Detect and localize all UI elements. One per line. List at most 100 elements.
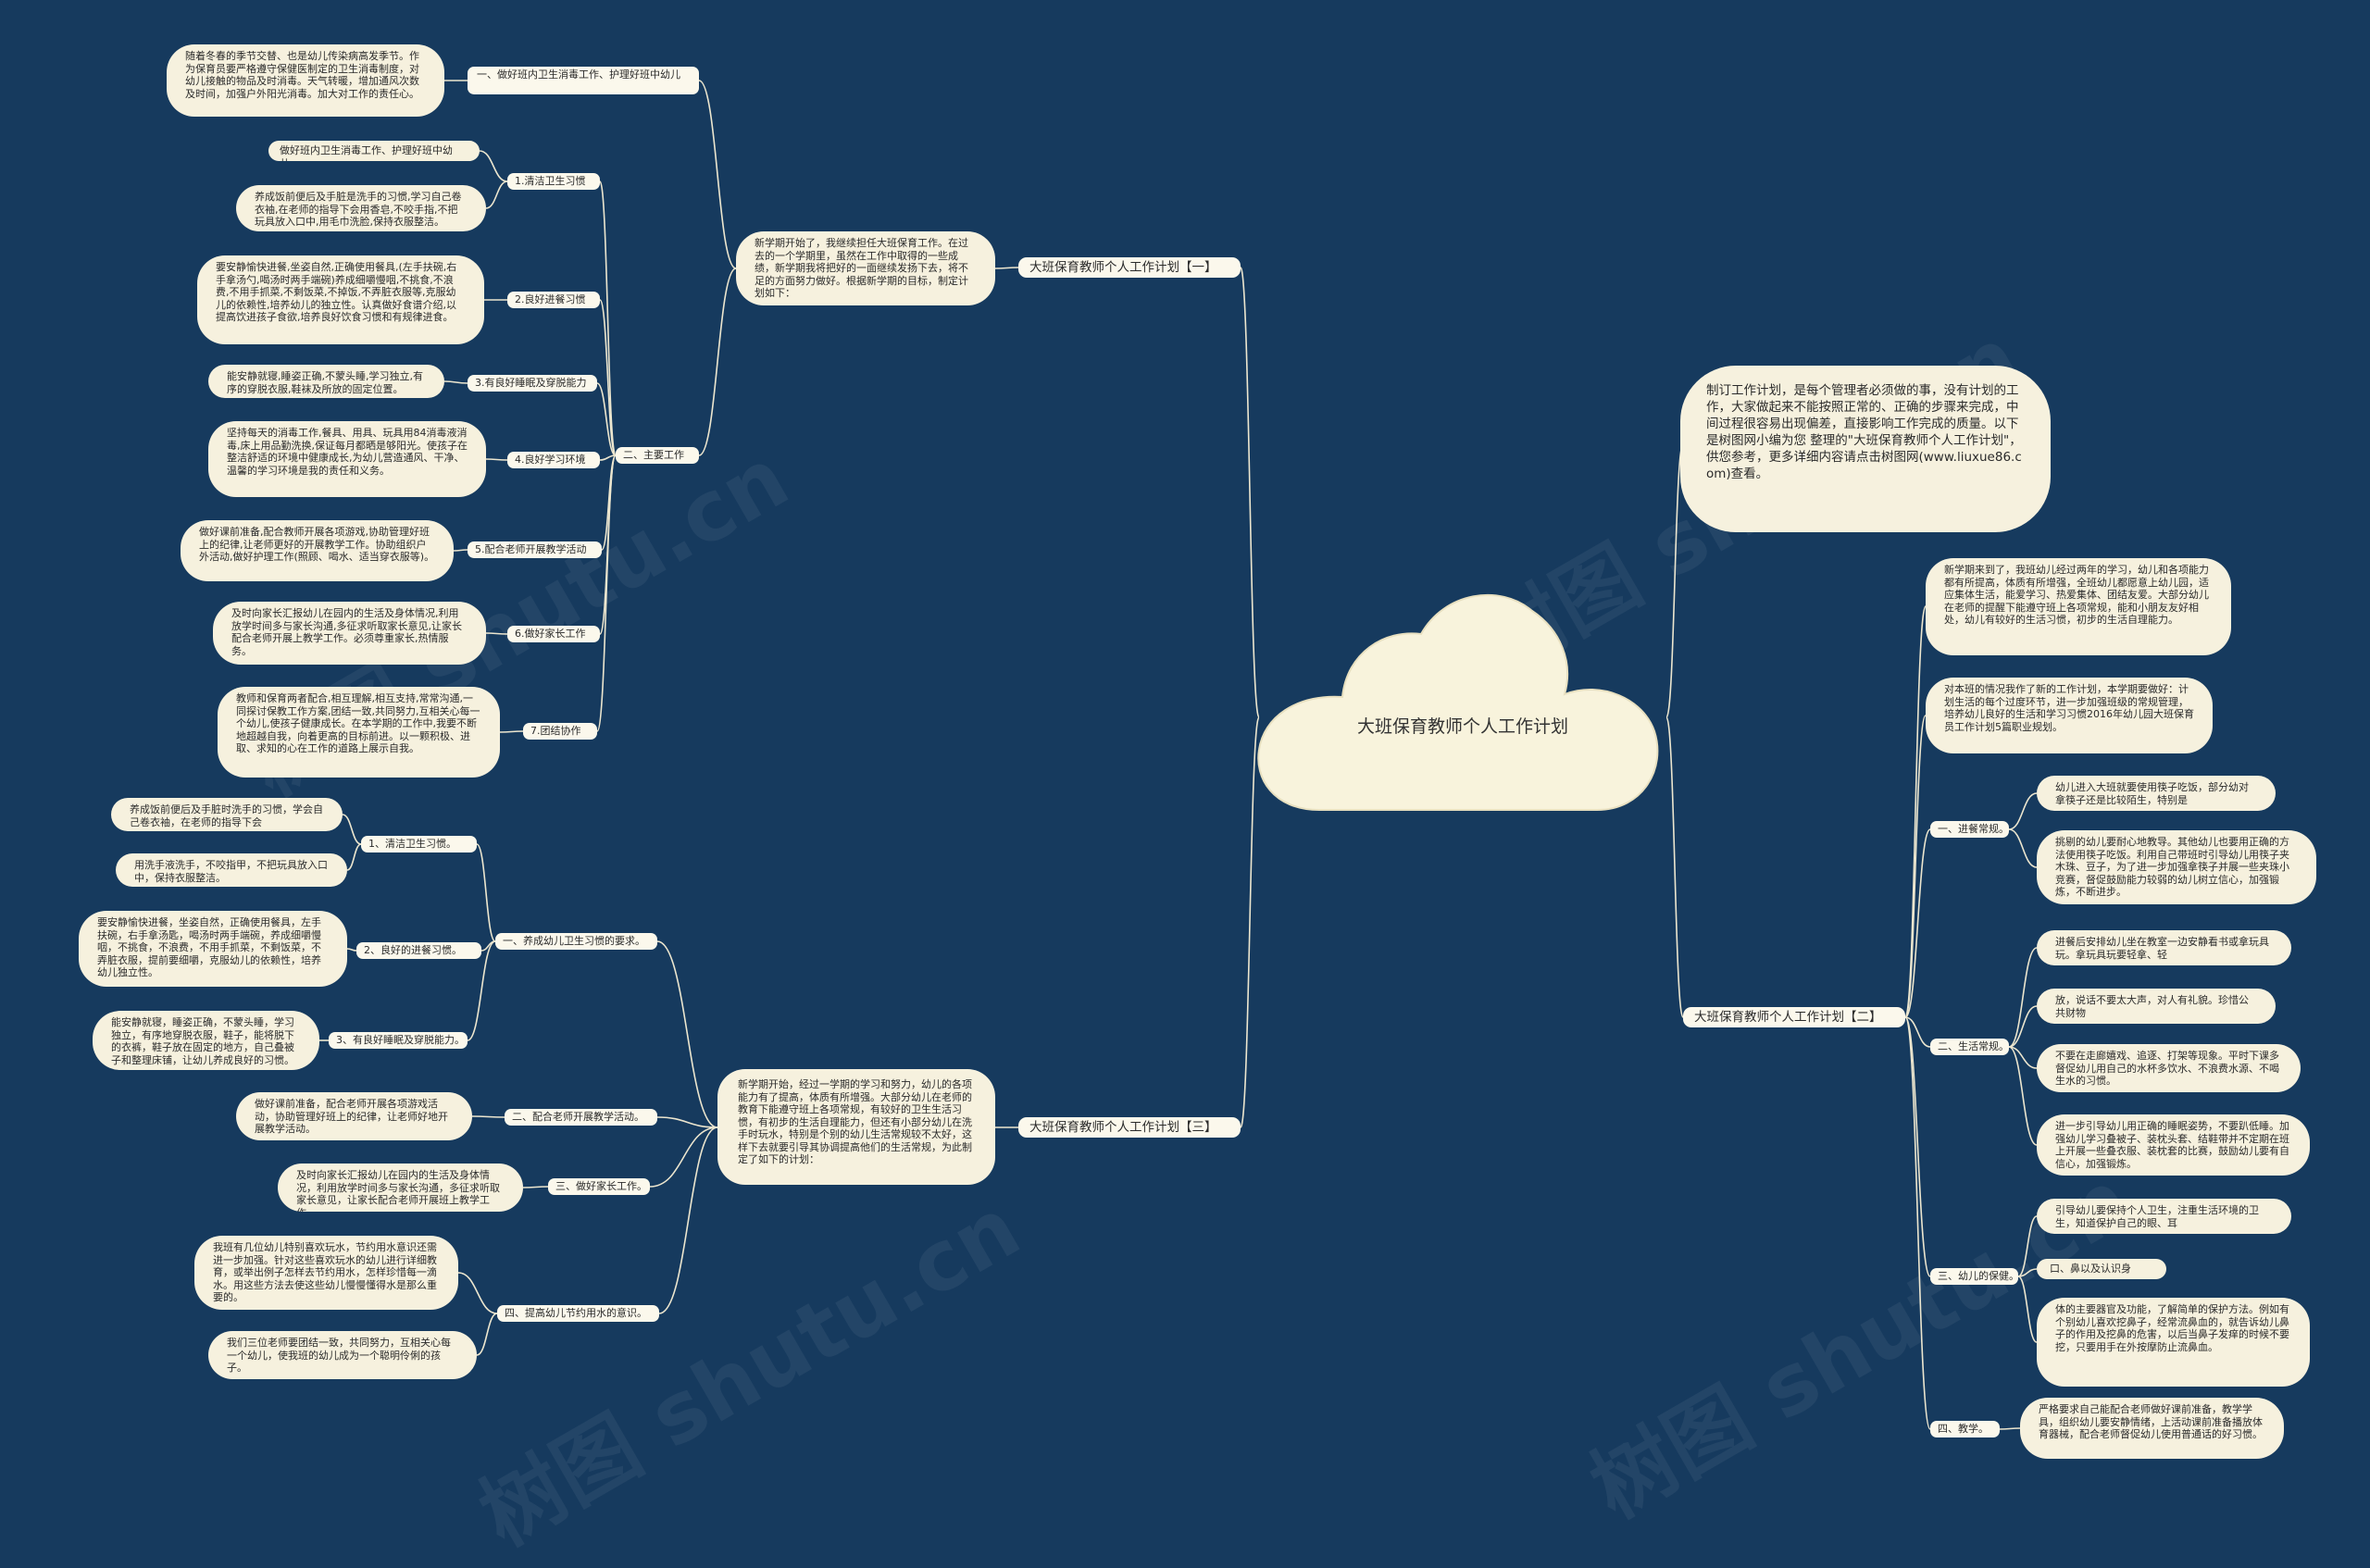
connector-line <box>2008 1046 2038 1069</box>
b2-sec4-label[interactable]: 四、教学。 <box>1930 1421 2000 1437</box>
connector-line <box>1240 716 1260 1128</box>
b1-sec1-label[interactable]: 一、做好班内卫生消毒工作、护理好班中幼儿 <box>468 67 699 94</box>
connector-line <box>1665 716 1684 1018</box>
branch-1-title[interactable]: 大班保育教师个人工作计划【一】 <box>1018 257 1241 278</box>
connector-line <box>2008 1046 2038 1146</box>
b1-item3-text[interactable]: 能安静就寝,睡姿正确,不蒙头睡,学习独立,有序的穿脱衣服,鞋袜及所放的固定位置。 <box>208 365 444 398</box>
connector-line <box>1999 1427 2021 1430</box>
b3-sec4-text-2[interactable]: 我们三位老师要团结一致，共同努力，互相关心每一个幼儿，使我班的幼儿成为一个聪明伶… <box>208 1331 477 1379</box>
b3-sec3-text[interactable]: 及时向家长汇报幼儿在园内的生活及身体情况，利用放学时间多与家长沟通，多征求听取家… <box>278 1164 523 1212</box>
b3-sub1-text-1[interactable]: 养成饭前便后及手脏时洗手的习惯，学会自己卷衣袖，在老师的指导下会 <box>111 798 343 831</box>
connector-line <box>2017 1276 2038 1343</box>
b1-item1-label[interactable]: 1.清洁卫生习惯 <box>507 173 600 190</box>
branch-1-summary[interactable]: 新学期开始了，我继续担任大班保育工作。在过去的一个学期里，虽然在工作中取得的一些… <box>736 231 995 305</box>
connector-line <box>1904 1016 1931 1048</box>
connector-line <box>1904 715 1927 1018</box>
connector-line <box>596 454 617 732</box>
b3-sec3-label[interactable]: 三、做好家长工作。 <box>548 1178 650 1195</box>
connector-line <box>599 299 617 456</box>
b2-sec3-text-1[interactable]: 引导幼儿要保持个人卫生，注重生活环境的卫生，知道保护自己的眼、耳 <box>2037 1199 2291 1234</box>
b3-sub2-text[interactable]: 要安静愉快进餐，坐姿自然，正确使用餐具，左手扶碗，右手拿汤匙，喝汤时两手端碗，养… <box>79 911 347 987</box>
b2-sec3-text-2[interactable]: 口、鼻以及认识身 <box>2037 1259 2166 1279</box>
b3-sub3-label[interactable]: 3、有良好睡眠及穿脱能力。 <box>329 1032 468 1049</box>
connector-line <box>1904 1016 1931 1277</box>
connector-line <box>471 1115 505 1118</box>
b1-item4-text[interactable]: 坚持每天的消毒工作,餐具、用具、玩具用84消毒液消毒,床上用品勤洗换,保证每月都… <box>208 421 486 497</box>
b1-item1-text-2[interactable]: 养成饭前便后及手脏是洗手的习惯,学习自己卷衣袖,在老师的指导下会用香皂,不咬手指… <box>236 185 486 231</box>
connector-line <box>2017 1215 2038 1277</box>
connector-line <box>2008 1005 2038 1048</box>
connector-line <box>467 940 496 1041</box>
connector-line <box>1904 828 1931 1018</box>
b2-sec1-text-2[interactable]: 挑剔的幼儿要耐心地教导。其他幼儿也要用正确的方法使用筷子吃饭。利用自己带班时引导… <box>2037 830 2316 904</box>
connector-line <box>346 843 362 871</box>
connector-line <box>2008 792 2038 830</box>
central-topic[interactable]: 大班保育教师个人工作计划 <box>1356 716 1568 737</box>
connector-line <box>656 940 718 1128</box>
b3-sec4-label[interactable]: 四、提高幼儿节约用水的意识。 <box>497 1305 659 1322</box>
center-cloud-icon <box>1257 593 1659 811</box>
b1-sec2-label[interactable]: 二、主要工作 <box>616 447 699 464</box>
b1-item4-label[interactable]: 4.良好学习环境 <box>507 452 600 468</box>
connector-line <box>1904 1016 1931 1430</box>
b1-item7-text[interactable]: 教师和保育两者配合,相互理解,相互支持,常常沟通,一同探讨保教工作方案,团结一致… <box>218 687 500 778</box>
intro-note[interactable]: 制订工作计划，是每个管理者必须做的事，没有计划的工作，大家做起来不能按照正常的、… <box>1680 366 2051 532</box>
connector-line <box>698 268 737 456</box>
b1-item2-text[interactable]: 要安静愉快进餐,坐姿自然,正确使用餐具,(左手扶碗,右手拿汤勺,喝汤时两手端碗)… <box>197 255 484 344</box>
branch-3-title[interactable]: 大班保育教师个人工作计划【三】 <box>1018 1117 1241 1138</box>
b3-sub3-text[interactable]: 能安静就寝，睡姿正确，不蒙头睡，学习独立，有序地穿脱衣服，鞋子，能将脱下的衣裤，… <box>93 1011 319 1070</box>
b1-item5-label[interactable]: 5.配合老师开展教学活动 <box>468 541 602 558</box>
connector-line <box>698 80 737 269</box>
connector-line <box>649 1126 718 1188</box>
connector-line <box>1240 267 1260 718</box>
b3-sec1-label[interactable]: 一、养成幼儿卫生习惯的要求。 <box>495 933 657 950</box>
b1-item6-label[interactable]: 6.做好家长工作 <box>507 626 600 642</box>
connector-line <box>457 1272 498 1314</box>
b2-top-text-1[interactable]: 新学期来到了，我班幼儿经过两年的学习，幼儿和各项能力都有所提高，体质有所增强，全… <box>1926 558 2231 655</box>
b3-sec4-text-1[interactable]: 我班有几位幼儿特别喜欢玩水，节约用水意识还需进一步加强。针对这些喜欢玩水的幼儿进… <box>194 1236 458 1310</box>
connector-line <box>346 948 357 952</box>
connector-line <box>2008 947 2038 1048</box>
b2-sec2-text-4[interactable]: 进一步引导幼儿用正确的睡眠姿势，不要趴低睡。加强幼儿学习叠被子、装枕头套、结鞋带… <box>2037 1114 2310 1176</box>
connector-line <box>658 1126 718 1314</box>
b2-top-text-2[interactable]: 对本班的情况我作了新的工作计划，本学期要做好：计划生活的每个过度环节，进一步加强… <box>1926 678 2213 753</box>
b1-item2-label[interactable]: 2.良好进餐习惯 <box>507 292 600 308</box>
b2-sec3-label[interactable]: 三、幼儿的保健。 <box>1930 1268 2018 1285</box>
b3-sub2-label[interactable]: 2、良好的进餐习惯。 <box>356 942 481 959</box>
connector-line <box>1665 443 1684 718</box>
connector-line <box>476 1313 498 1356</box>
b3-sec2-text[interactable]: 做好课前准备，配合老师开展各项游戏活动，协助管理好班上的纪律，让老师好地开展教学… <box>236 1092 472 1140</box>
connector-line <box>599 180 617 456</box>
mind-map: 树图 shutu.cn 树图 shutu.cn 树图 shutu.cn 树图 s… <box>79 44 2316 1565</box>
b2-sec2-text-2[interactable]: 放，说话不要太大声，对人有礼貌。珍惜公共财物 <box>2037 989 2276 1024</box>
b1-item1-text-1[interactable]: 做好班内卫生消毒工作、护理好班中幼儿。 <box>268 141 480 161</box>
b3-sub1-label[interactable]: 1、清洁卫生习惯。 <box>361 836 477 852</box>
b1-item5-text[interactable]: 做好课前准备,配合教师开展各项游戏,协助管理好班上的纪律,让老师更好的开展教学工… <box>181 520 454 581</box>
connector-line <box>596 382 617 456</box>
b1-item6-text[interactable]: 及时向家长汇报幼儿在园内的生活及身体情况,利用放学时间多与家长沟通,多征求听取家… <box>213 602 486 665</box>
connector-line <box>485 458 508 461</box>
b3-sub1-text-2[interactable]: 用洗手液洗手，不咬指甲，不把玩具放入口中，保持衣服整洁。 <box>116 853 347 887</box>
b1-item3-label[interactable]: 3.有良好睡眠及穿脱能力 <box>468 375 597 392</box>
connector-lines <box>319 80 2038 1430</box>
b2-sec2-text-1[interactable]: 进餐后安排幼儿坐在教室一边安静看书或拿玩具玩。拿玩具玩要轻拿、轻 <box>2037 930 2291 965</box>
b2-sec1-label[interactable]: 一、进餐常规。 <box>1930 821 2009 838</box>
connector-line <box>656 1116 718 1128</box>
b1-sec1-text[interactable]: 随着冬春的季节交替、也是幼儿传染病高发季节。作为保育员要严格遵守保健医制定的卫生… <box>167 44 444 117</box>
b2-sec1-text-1[interactable]: 幼儿进入大班就要使用筷子吃饭，部分幼对拿筷子还是比较陌生，特别是 <box>2037 776 2276 811</box>
b1-item7-label[interactable]: 7.团结协作 <box>523 723 597 740</box>
b2-sec3-text-3[interactable]: 体的主要器官及功能，了解简单的保护方法。例如有个别幼儿喜欢挖鼻子，经常流鼻血的，… <box>2037 1298 2310 1387</box>
connector-line <box>485 632 508 635</box>
b2-sec2-label[interactable]: 二、生活常规。 <box>1930 1039 2009 1055</box>
branch-2-title[interactable]: 大班保育教师个人工作计划【二】 <box>1683 1007 1905 1027</box>
connector-line <box>2017 1268 2038 1277</box>
connector-line <box>479 150 508 182</box>
connector-line <box>499 730 524 733</box>
b2-sec2-text-3[interactable]: 不要在走廊嬉戏、追逐、打架等现象。平时下课多督促幼儿用自己的水杯多饮水、不浪费水… <box>2037 1044 2301 1092</box>
branch-3-summary[interactable]: 新学期开始，经过一学期的学习和努力，幼儿的各项能力有了提高，体质有所增强。大部分… <box>717 1069 995 1185</box>
b3-sec2-label[interactable]: 二、配合老师开展教学活动。 <box>505 1109 657 1126</box>
b2-sec4-text[interactable]: 严格要求自己能配合老师做好课前准备，教学学具，组织幼儿要安静情绪，上活动课前准备… <box>2020 1398 2284 1459</box>
connector-line <box>522 1186 549 1188</box>
connector-line <box>2008 828 2038 868</box>
connector-line <box>443 380 468 384</box>
